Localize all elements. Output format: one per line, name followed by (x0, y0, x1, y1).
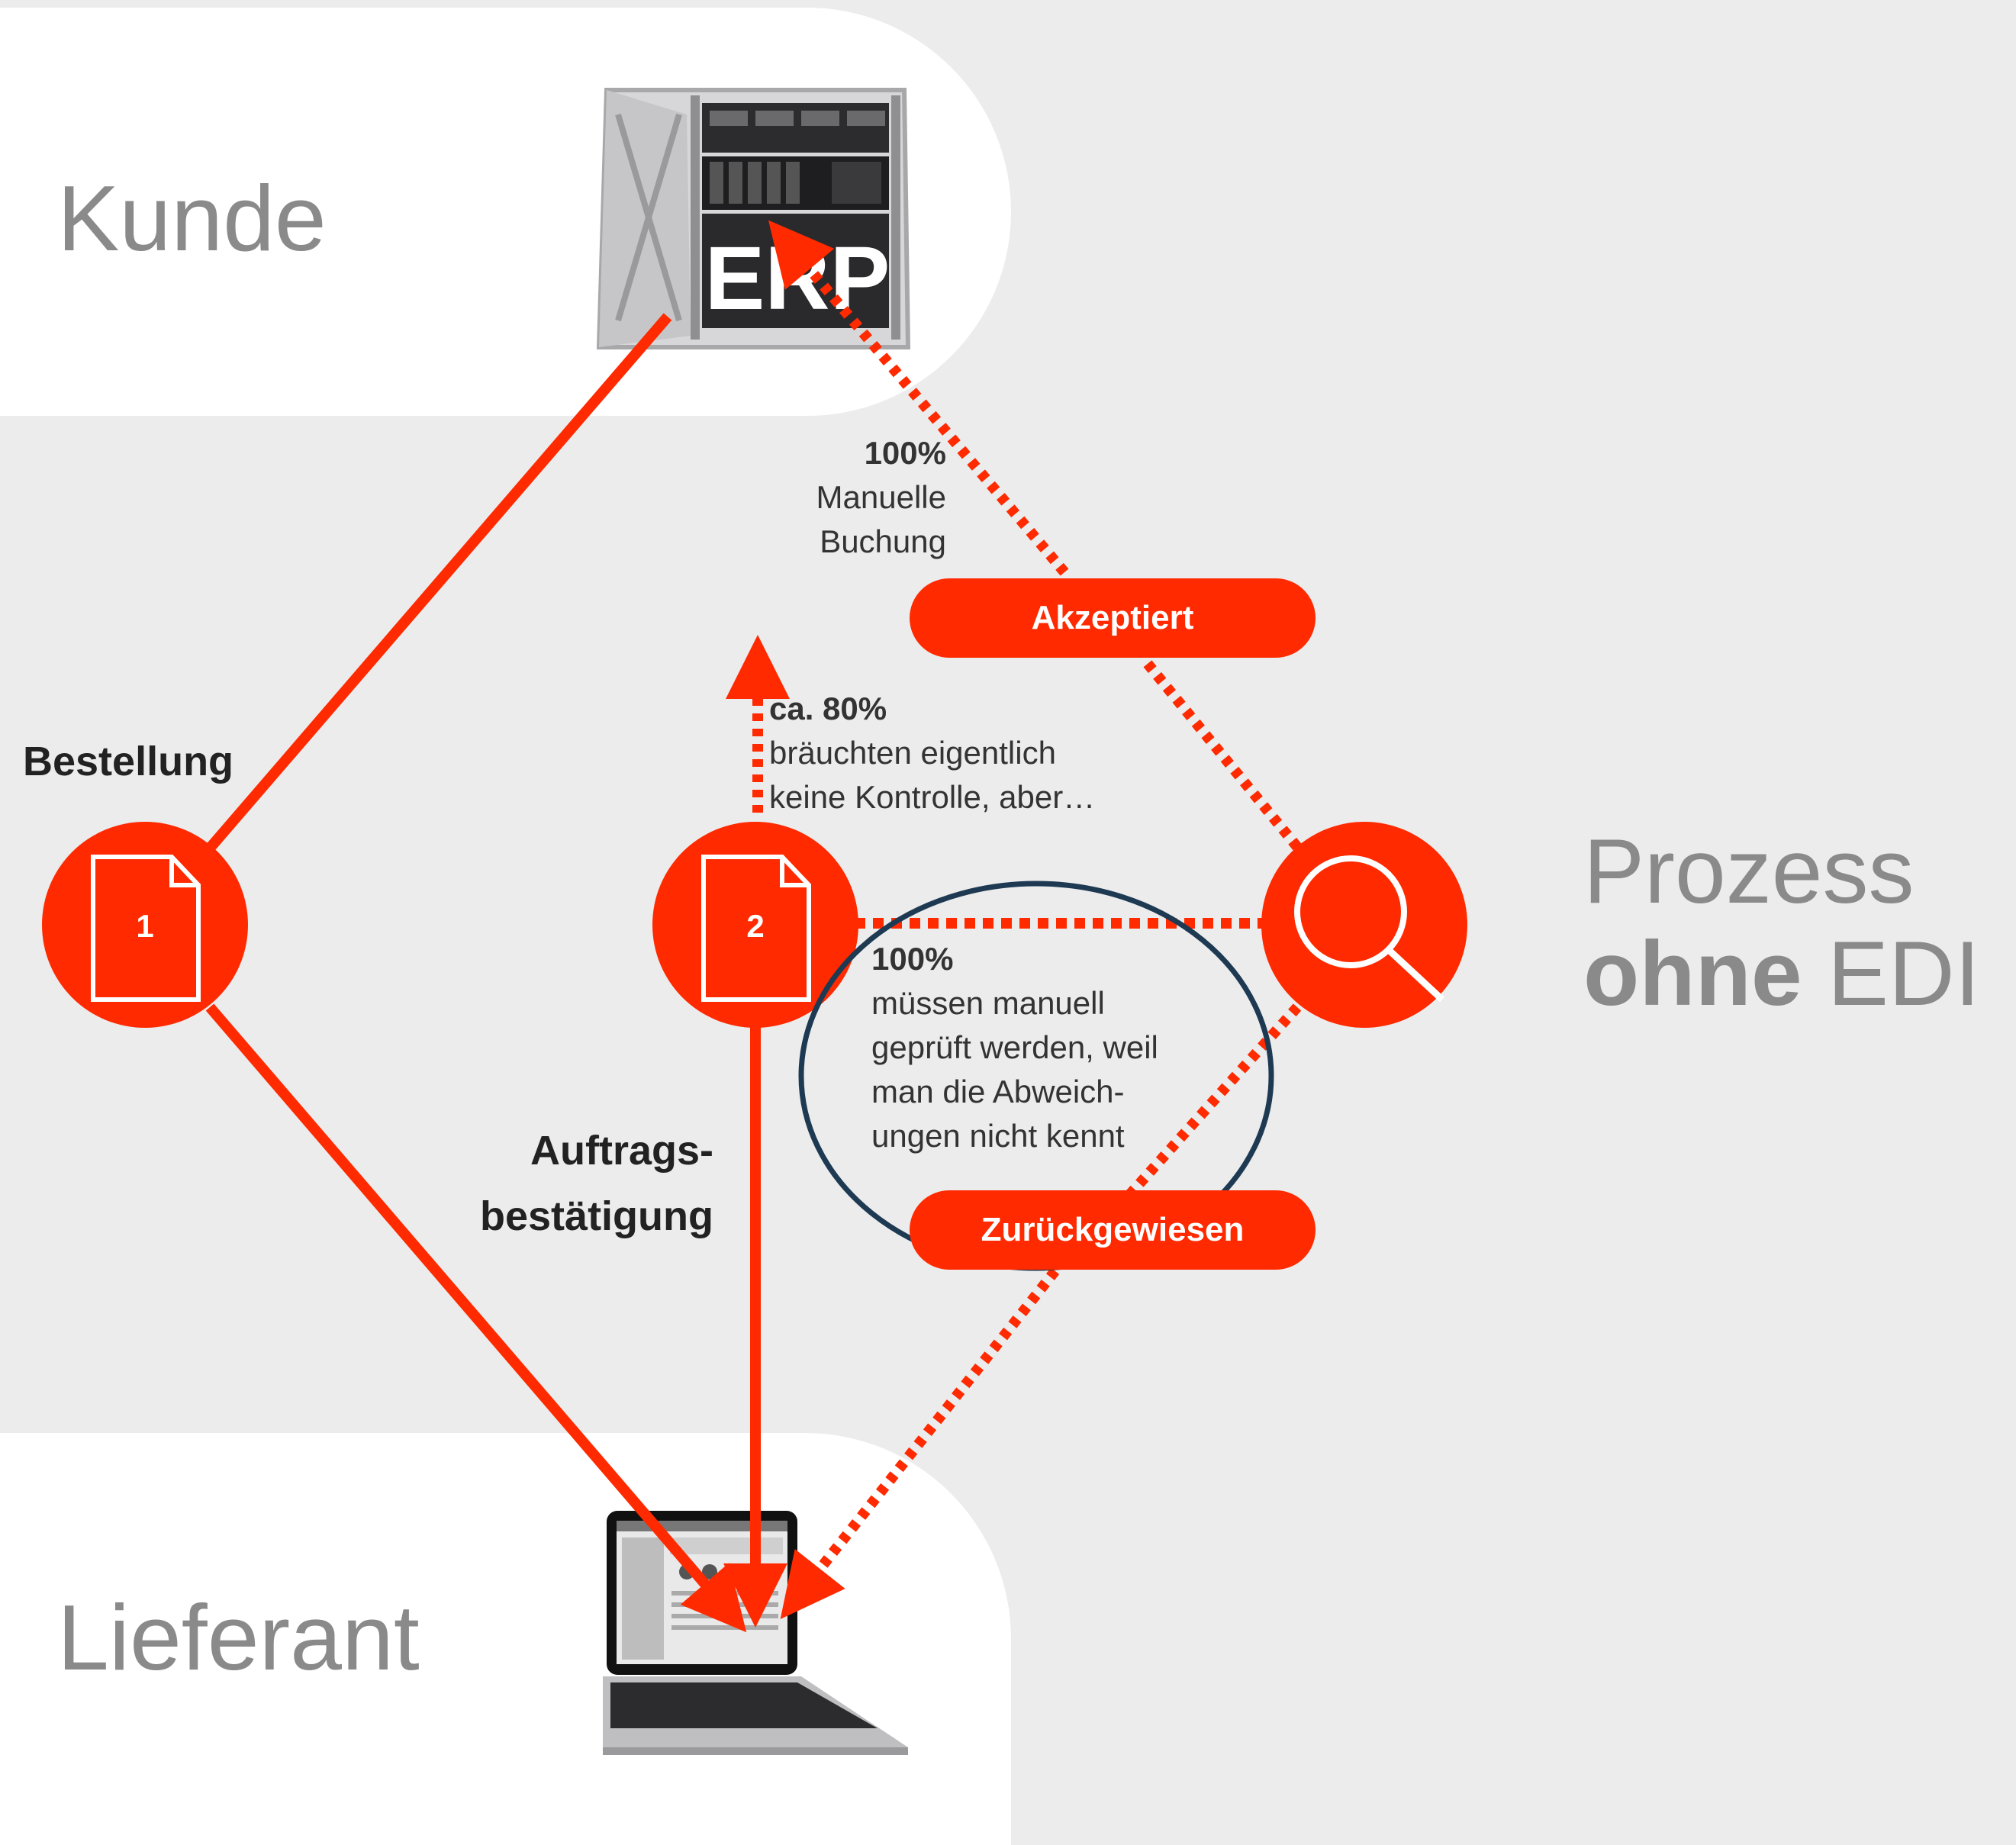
booking-note: 100% Manuelle Buchung (763, 431, 946, 564)
title-line-2: ohne EDI (1583, 922, 1980, 1025)
title-bold: ohne (1583, 922, 1802, 1026)
confirmation-line-2: bestätigung (480, 1193, 713, 1240)
document-icon (701, 855, 811, 1002)
supplier-label: Lieferant (57, 1586, 420, 1689)
eighty-percent-value: ca. 80% (769, 691, 887, 726)
booking-percent: 100% (864, 435, 946, 471)
laptop-icon (603, 1511, 908, 1755)
confirmation-label: Auftrags- bestätigung (427, 1118, 713, 1250)
supplier-lane (0, 1433, 1011, 1845)
magnifier-icon (1294, 855, 1445, 1003)
booking-line-2: Buchung (820, 523, 946, 559)
booking-line-1: Manuelle (816, 478, 946, 515)
check-to-accepted (1140, 656, 1302, 851)
rejected-arrow-to-supplier (780, 1255, 1069, 1619)
customer-label: Kunde (57, 166, 327, 270)
diagram-title: Prozess ohne EDI (1583, 820, 1980, 1026)
title-rest: EDI (1827, 922, 1981, 1026)
server-rack-icon (596, 88, 911, 349)
eighty-line-2: keine Kontrolle, aber… (769, 778, 1096, 815)
order-arrow-to-supplier (205, 1003, 747, 1633)
rejected-badge: Zurückgewiesen (910, 1190, 1316, 1270)
check-line-2: geprüft werden, weil (871, 1029, 1158, 1065)
manual-check-note: 100% müssen manuell geprüft werden, weil… (871, 937, 1158, 1158)
document-1-number: 1 (136, 908, 153, 944)
confirmation-line-1: Auftrags- (530, 1128, 713, 1174)
accepted-badge: Akzeptiert (910, 578, 1316, 658)
document-icon (91, 855, 201, 1002)
order-line-to-erp (203, 313, 672, 855)
eighty-line-1: bräuchten eigentlich (769, 734, 1056, 771)
order-label: Bestellung (23, 739, 234, 784)
erp-label: ERP (705, 228, 890, 329)
check-line-1: müssen manuell (871, 984, 1105, 1021)
check-line-4: ungen nicht kennt (871, 1117, 1125, 1154)
eighty-percent-note: ca. 80% bräuchten eigentlich keine Kontr… (769, 687, 1095, 819)
accepted-arrow-to-erp (768, 220, 1069, 576)
check-percent: 100% (871, 941, 954, 977)
check-line-3: man die Abweich- (871, 1073, 1125, 1109)
title-line-1: Prozess (1583, 820, 1915, 922)
document-2-number: 2 (746, 908, 764, 944)
